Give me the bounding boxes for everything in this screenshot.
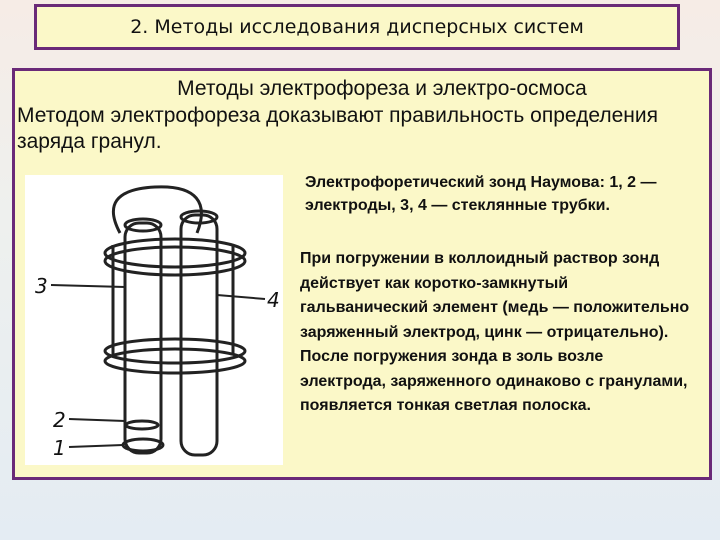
tube-right (179, 213, 219, 457)
probe-handle (111, 185, 203, 234)
upper-disk-lower-edge (103, 245, 247, 277)
label-2: 2 (53, 408, 66, 432)
label-4: 4 (267, 288, 280, 312)
section-heading: Методы электрофореза и электро-осмоса (177, 77, 587, 100)
intro-text: Методом электрофореза доказывают правиль… (17, 104, 658, 153)
leader-3 (50, 284, 126, 288)
electrode-2 (124, 419, 160, 431)
label-3: 3 (35, 274, 48, 298)
tube-left-top (123, 217, 163, 233)
slide-title-box: 2. Методы исследования дисперсных систем (34, 4, 680, 50)
leader-4 (216, 294, 266, 300)
explanation-paragraph: При погружении в коллоидный раствор зонд… (300, 250, 690, 414)
middle-disk-lower-edge (103, 347, 247, 375)
leader-1 (68, 444, 124, 448)
naumov-probe-drawing: 3 4 2 1 (35, 185, 280, 460)
slide-title: 2. Методы исследования дисперсных систем (130, 16, 584, 38)
figure-caption: Электрофоретический зонд Наумова: 1, 2 —… (305, 174, 657, 214)
upper-disk (103, 237, 247, 269)
electrode-1 (121, 437, 165, 453)
content-panel: Методы электрофореза и электро-осмоса Ме… (12, 68, 712, 480)
tube-right-top (179, 209, 219, 225)
label-1: 1 (53, 436, 66, 460)
middle-disk (103, 337, 247, 365)
naumov-probe-figure: 3 4 2 1 (25, 175, 283, 465)
leader-2 (68, 418, 126, 422)
